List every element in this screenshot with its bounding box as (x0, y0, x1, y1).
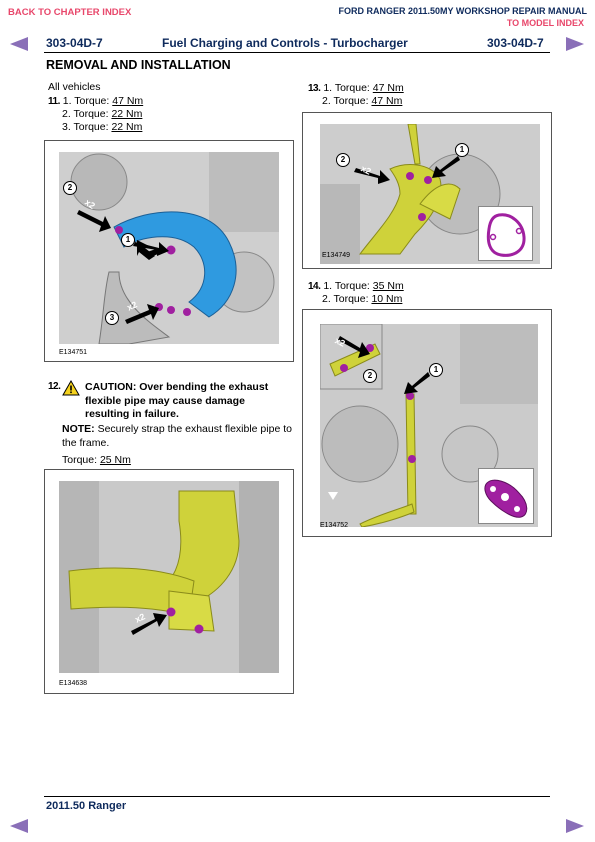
fig13-callout-2: 2 (336, 153, 350, 167)
step14-number: 14. (308, 281, 321, 292)
step14-item2: 2. Torque: 10 Nm (322, 293, 402, 307)
fig11-code: E134751 (59, 349, 88, 356)
page-heading: REMOVAL AND INSTALLATION (46, 58, 231, 72)
step11-item1-n: 1. (62, 95, 72, 107)
step11-item2: 2. Torque: 22 Nm (62, 108, 142, 122)
step11-item1-label: Torque: (74, 95, 113, 107)
step14-item1: 14. 1. Torque: 35 Nm (308, 280, 404, 294)
step11-number: 11. (48, 96, 60, 107)
fig11-callout-2: 2 (63, 181, 77, 195)
section-number-right: 303-04D-7 (487, 36, 544, 50)
step12-torque-label: Torque: (62, 454, 100, 466)
step13-item2-n: 2. (322, 95, 331, 107)
step14-item1-label: Torque: (334, 280, 373, 292)
step12-number: 12. (48, 381, 61, 392)
step11-item1: 11. 1. Torque: 47 Nm (48, 95, 143, 109)
figure-e134752-image (320, 324, 538, 527)
figure-e134638-image (59, 481, 279, 673)
nav-prev-icon-bottom[interactable] (10, 819, 28, 833)
step14-item2-n: 2. (322, 293, 331, 305)
step14-item2-value: 10 Nm (371, 293, 403, 305)
step12-note-label: NOTE: (62, 423, 95, 435)
fig12-code: E134638 (59, 680, 88, 687)
step12-note-text: Securely strap the exhaust flexible pipe… (62, 423, 292, 449)
exhaust-flex-pipe-illustration (59, 481, 279, 673)
turbo-heatshield-illustration (59, 152, 279, 344)
fig13-gasket-inset (478, 206, 533, 261)
step13-item2-value: 47 Nm (371, 95, 403, 107)
step11-item3-n: 3. (62, 121, 71, 133)
step12-caution: CAUTION: Over bending the exhaust flexib… (85, 381, 269, 420)
gasket-icon (486, 213, 526, 257)
step13-number: 13. (308, 83, 321, 94)
nav-next-icon[interactable] (566, 37, 584, 51)
step13-item2: 2. Torque: 47 Nm (322, 95, 402, 109)
figure-e134749: 2 1 x2 E134749 (302, 112, 552, 269)
step11-item1-value: 47 Nm (112, 95, 144, 107)
step14-item1-value: 35 Nm (372, 280, 404, 292)
step11-item3: 3. Torque: 22 Nm (62, 121, 142, 135)
caution-triangle-icon (62, 380, 80, 396)
step13-item1: 13. 1. Torque: 47 Nm (308, 82, 404, 96)
step12-note: NOTE: Securely strap the exhaust flexibl… (62, 423, 292, 450)
section-title: Fuel Charging and Controls - Turbocharge… (162, 36, 408, 50)
fig14-code: E134752 (320, 522, 349, 529)
step13-item2-label: Torque: (333, 95, 372, 107)
gasket-icon (484, 479, 528, 518)
all-vehicles-label: All vehicles (48, 81, 101, 93)
figure-e134751-image (59, 152, 279, 344)
step11-item2-value: 22 Nm (111, 108, 143, 120)
nav-next-icon-bottom[interactable] (566, 819, 584, 833)
section-number-left: 303-04D-7 (46, 36, 103, 50)
figure-e134751: 2 1 3 x2 x2 E134751 (44, 140, 294, 362)
fig11-callout-3: 3 (105, 311, 119, 325)
step12-torque: Torque: 25 Nm (62, 454, 131, 468)
step14-item1-n: 1. (323, 280, 333, 292)
step13-item1-n: 1. (323, 82, 333, 94)
step13-item1-value: 47 Nm (372, 82, 404, 94)
step13-item1-label: Torque: (334, 82, 373, 94)
footer-text: 2011.50 Ranger (46, 800, 127, 812)
figure-e134752: 1 2 x2 E134752 (302, 309, 552, 537)
fig14-callout-2: 2 (363, 369, 377, 383)
fig14-gasket-inset (478, 468, 534, 524)
figure-e134638: x2 E134638 (44, 469, 294, 694)
step11-item2-label: Torque: (73, 108, 112, 120)
fig11-callout-1: 1 (121, 233, 135, 247)
manual-title: FORD RANGER 2011.50MY WORKSHOP REPAIR MA… (338, 6, 587, 16)
to-model-index-link[interactable]: TO MODEL INDEX (506, 18, 584, 28)
footer-rule (44, 796, 550, 797)
step11-item2-n: 2. (62, 108, 71, 120)
step11-item3-value: 22 Nm (111, 121, 143, 133)
fig14-callout-1: 1 (429, 363, 443, 377)
fig13-callout-1: 1 (455, 143, 469, 157)
step11-item3-label: Torque: (73, 121, 112, 133)
nav-prev-icon[interactable] (10, 37, 28, 51)
fig13-code: E134749 (322, 252, 351, 259)
step12-torque-value: 25 Nm (99, 454, 131, 466)
header-rule (44, 52, 550, 53)
step14-item2-label: Torque: (333, 293, 372, 305)
back-to-chapter-index-link[interactable]: BACK TO CHAPTER INDEX (8, 7, 132, 18)
